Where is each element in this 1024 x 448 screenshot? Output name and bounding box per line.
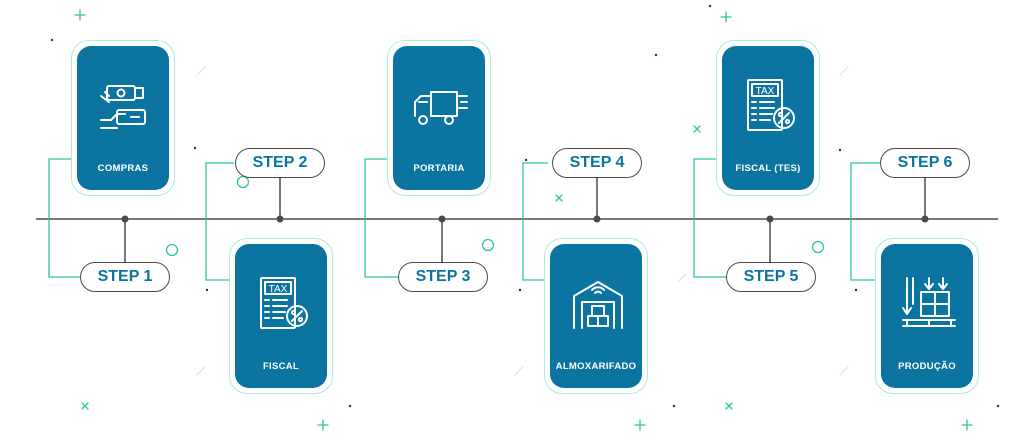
decorative-sparkles <box>50 4 1000 431</box>
delivery-truck-icon <box>414 91 468 125</box>
production-pallet-icon <box>902 277 956 327</box>
tax-document-icon: TAX <box>747 79 795 131</box>
step-pill-6: STEP 6 <box>880 148 970 178</box>
warehouse-icon <box>573 281 623 329</box>
tax-document-icon: TAX <box>260 277 308 329</box>
step-card-label: ALMOXARIFADO <box>555 361 637 372</box>
step-card-almoxarifado: ALMOXARIFADO <box>544 238 648 394</box>
step-pill-2: STEP 2 <box>235 148 325 178</box>
step-card-fiscal: TAX FISCAL <box>229 238 333 394</box>
step-pill-5: STEP 5 <box>726 262 816 292</box>
step-pill-1: STEP 1 <box>80 262 170 292</box>
step-card-fiscal-tes: TAX FISCAL (TES) <box>716 40 820 196</box>
svg-text:TAX: TAX <box>756 86 775 97</box>
svg-text:TAX: TAX <box>269 284 288 295</box>
connectors <box>124 178 926 262</box>
step-card-label: PRODUÇÃO <box>898 361 956 372</box>
step-card-producao: PRODUÇÃO <box>875 238 979 394</box>
money-exchange-icon <box>100 85 146 129</box>
step-pill-3: STEP 3 <box>398 262 488 292</box>
step-card-compras: COMPRAS <box>71 40 175 196</box>
step-card-portaria: PORTARIA <box>387 40 491 196</box>
step-card-label: FISCAL <box>262 361 300 372</box>
step-card-label: PORTARIA <box>413 163 465 174</box>
axis-nodes <box>121 215 929 223</box>
step-card-label: COMPRAS <box>97 163 149 174</box>
step-pill-4: STEP 4 <box>552 148 642 178</box>
step-card-label: FISCAL (TES) <box>735 163 801 174</box>
card-pill-links <box>48 158 880 281</box>
